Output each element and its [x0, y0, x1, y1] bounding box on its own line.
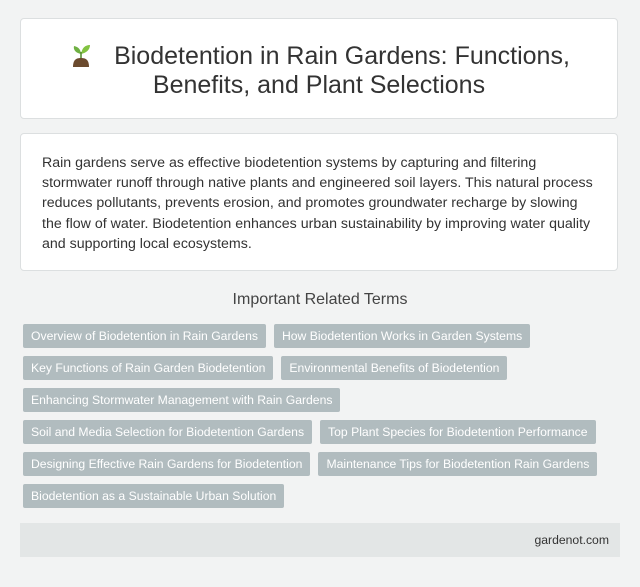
- description-card: Rain gardens serve as effective biodeten…: [20, 133, 618, 271]
- seedling-icon: [68, 41, 94, 67]
- title-line-2: Benefits, and Plant Selections: [152, 71, 486, 99]
- footer: gardenot.com: [20, 523, 620, 557]
- tag-row: Designing Effective Rain Gardens for Bio…: [23, 452, 603, 476]
- related-terms-heading: Important Related Terms: [232, 291, 408, 308]
- description-text: Rain gardens serve as effective biodeten…: [42, 155, 593, 252]
- tag-row: Soil and Media Selection for Biodetentio…: [23, 420, 603, 444]
- related-terms-list: Overview of Biodetention in Rain Gardens…: [23, 324, 603, 516]
- term-tag-key-functions[interactable]: Key Functions of Rain Garden Biodetentio…: [23, 356, 274, 380]
- term-tag-soil-media[interactable]: Soil and Media Selection for Biodetentio…: [23, 420, 313, 444]
- term-tag-sustainable-urban[interactable]: Biodetention as a Sustainable Urban Solu…: [23, 484, 285, 508]
- term-tag-stormwater-management[interactable]: Enhancing Stormwater Management with Rai…: [23, 388, 341, 412]
- term-tag-environmental-benefits[interactable]: Environmental Benefits of Biodetention: [281, 356, 508, 380]
- term-tag-how-it-works[interactable]: How Biodetention Works in Garden Systems: [273, 324, 531, 348]
- term-tag-overview[interactable]: Overview of Biodetention in Rain Gardens: [23, 324, 266, 348]
- tag-row: Enhancing Stormwater Management with Rai…: [23, 388, 603, 412]
- term-tag-designing[interactable]: Designing Effective Rain Gardens for Bio…: [23, 452, 311, 476]
- title-line-1: Biodetention in Rain Gardens: Functions,: [114, 42, 570, 70]
- tag-row: Overview of Biodetention in Rain Gardens…: [23, 324, 603, 348]
- term-tag-plant-species[interactable]: Top Plant Species for Biodetention Perfo…: [320, 420, 596, 444]
- tag-row: Biodetention as a Sustainable Urban Solu…: [23, 484, 603, 508]
- title-card: Biodetention in Rain Gardens: Functions,…: [20, 18, 618, 119]
- page-title: Biodetention in Rain Gardens: Functions,…: [21, 41, 617, 100]
- tag-row: Key Functions of Rain Garden Biodetentio…: [23, 356, 603, 380]
- footer-site-link[interactable]: gardenot.com: [534, 533, 609, 547]
- term-tag-maintenance[interactable]: Maintenance Tips for Biodetention Rain G…: [318, 452, 598, 476]
